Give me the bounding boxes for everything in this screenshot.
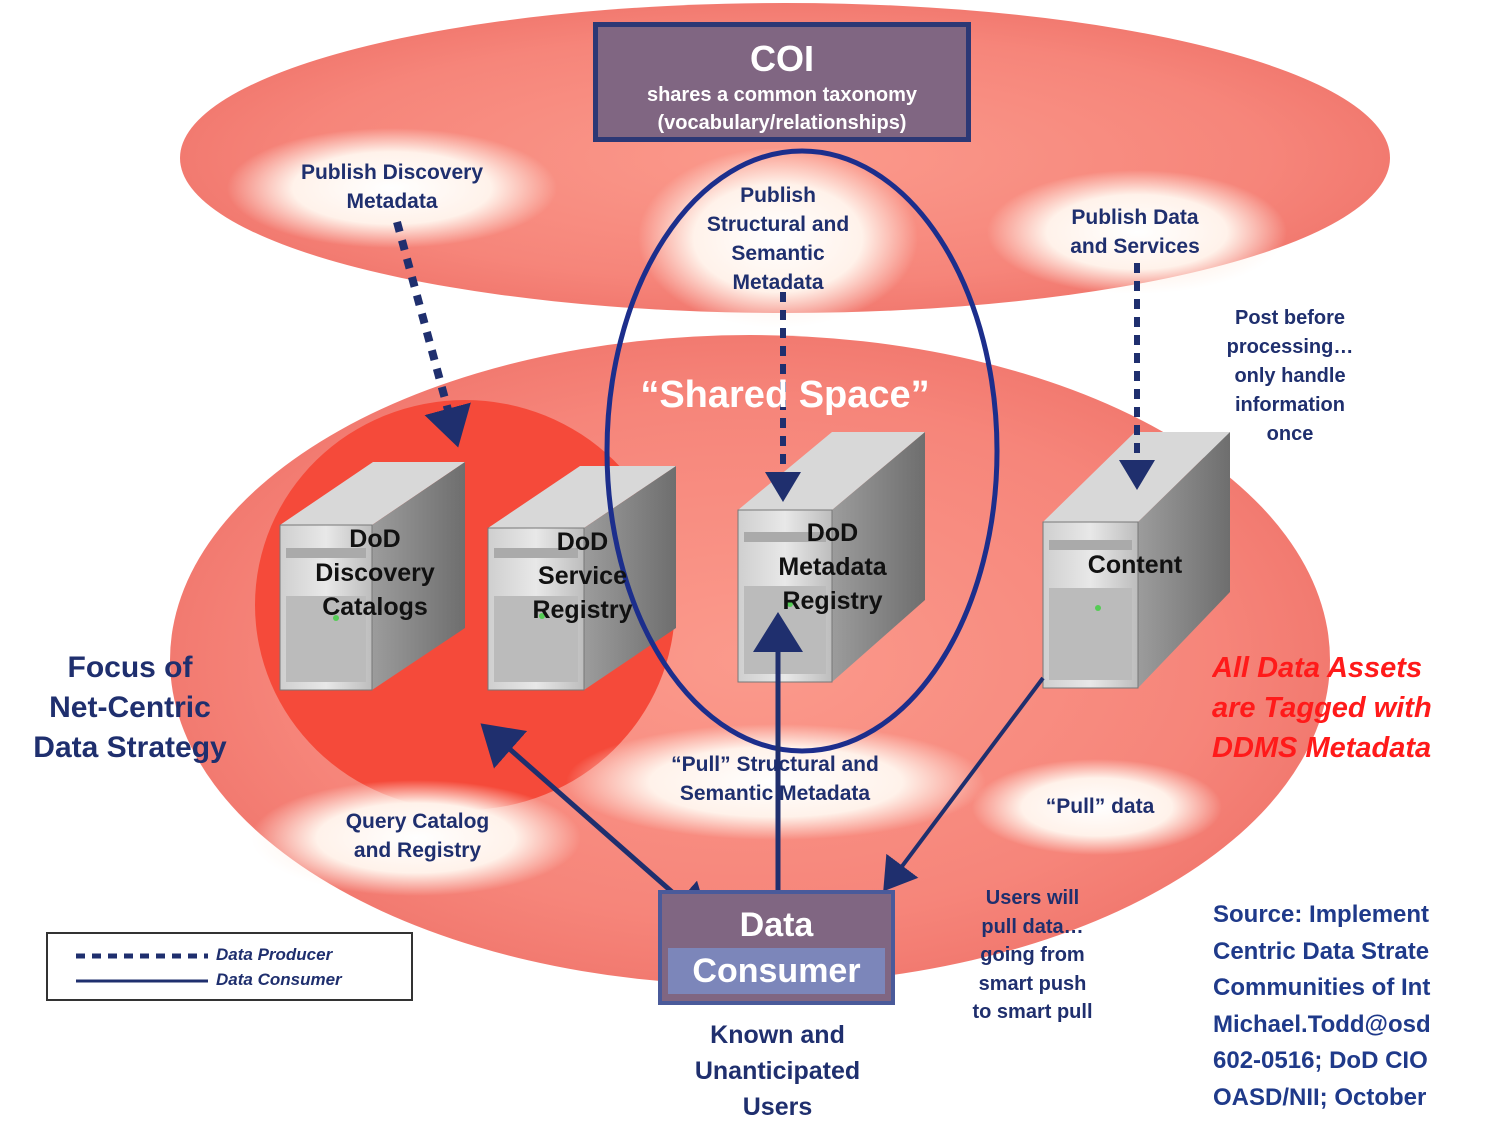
metadata-registry-label: DoD Metadata Registry [778, 519, 887, 615]
data-consumer-box: Data Consumer [658, 890, 895, 1005]
users-label: Known and Unanticipated Users [694, 1021, 861, 1121]
tagged-label: All Data Assets are Tagged with DDMS Met… [1212, 652, 1432, 764]
server-discovery-icon [279, 462, 465, 691]
publish-data-label: Publish Data and Services [1070, 206, 1200, 258]
pull-structural-label: “Pull” Structural and Semantic Metadata [671, 753, 879, 805]
data-consumer-line1: Data [739, 906, 814, 944]
pull-data-label: “Pull” data [1045, 795, 1155, 818]
post-before-processing-note: Post before processing… only handle info… [1226, 307, 1354, 445]
pull-data-cloud [972, 759, 1222, 855]
legend-consumer-label: Data Consumer [216, 970, 342, 989]
legend-producer-label: Data Producer [216, 945, 333, 964]
publish-discovery-cloud [227, 128, 557, 248]
source-note: Source: Implement Centric Data Strate Co… [1213, 901, 1431, 1111]
shared-space-oval [604, 148, 1000, 754]
publish-discovery-label: Publish Discovery Metadata [300, 161, 484, 213]
server-service-icon [487, 466, 676, 691]
query-catalog-label: Query Catalog and Registry [345, 810, 490, 862]
coi-title: COI [749, 38, 814, 79]
data-consumer-line2: Consumer [668, 948, 885, 994]
server-content-icon [1042, 432, 1230, 689]
focus-label: Focus of Net-Centric Data Strategy [33, 651, 227, 764]
coi-box: COI shares a common taxonomy (vocabulary… [593, 22, 971, 142]
coi-subtitle: shares a common taxonomy (vocabulary/rel… [646, 84, 918, 134]
users-pull-note: Users will pull data… going from smart p… [972, 887, 1093, 1023]
shared-space-title: “Shared Space” [640, 374, 930, 416]
content-label: Content [1087, 551, 1183, 579]
pull-data-arrow [883, 676, 1045, 892]
legend: Data Producer Data Consumer [46, 932, 413, 1001]
publish-structural-label: Publish Structural and Semantic Metadata [706, 184, 850, 294]
legend-lines [76, 953, 208, 983]
query-catalog-arrow [480, 723, 711, 926]
publish-structural-cloud [638, 148, 918, 328]
publish-data-cloud [987, 170, 1287, 294]
service-registry-label: DoD Service Registry [532, 528, 633, 624]
discovery-catalogs-label: DoD Discovery Catalogs [315, 525, 435, 621]
